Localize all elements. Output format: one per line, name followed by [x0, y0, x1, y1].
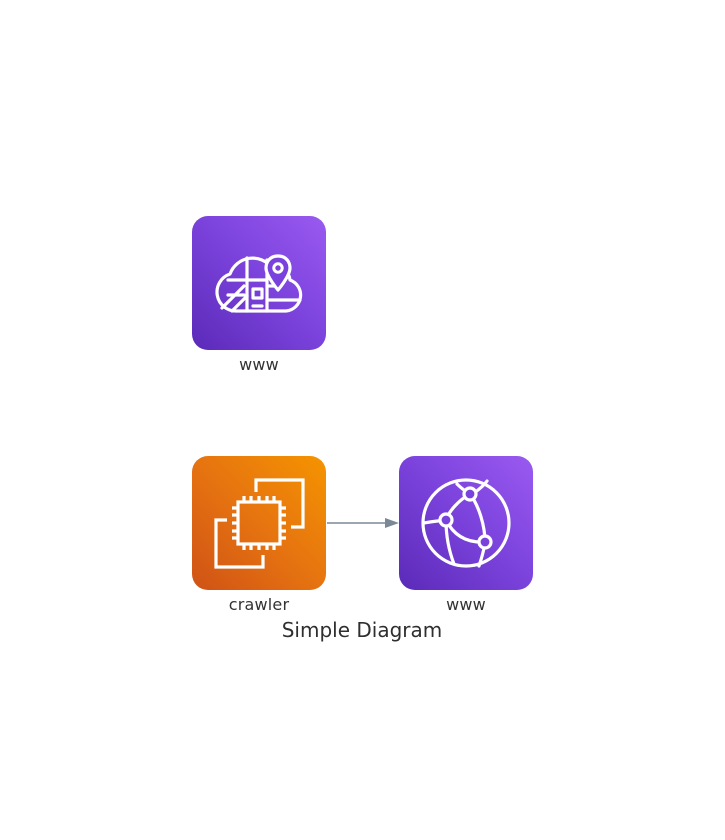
- cloudfront-icon: [421, 478, 511, 568]
- location-service-icon: [215, 254, 303, 313]
- cdn-node-label: www: [446, 595, 486, 614]
- cdn-node[interactable]: [399, 456, 533, 590]
- diagram-title: Simple Diagram: [281, 618, 443, 642]
- crawler-node-label: crawler: [228, 595, 290, 614]
- edge-arrowhead: [385, 518, 399, 528]
- crawler-node[interactable]: [192, 456, 326, 590]
- ec2-instances-icon: [214, 478, 305, 569]
- location-node[interactable]: [192, 216, 326, 350]
- location-node-label: www: [239, 355, 279, 374]
